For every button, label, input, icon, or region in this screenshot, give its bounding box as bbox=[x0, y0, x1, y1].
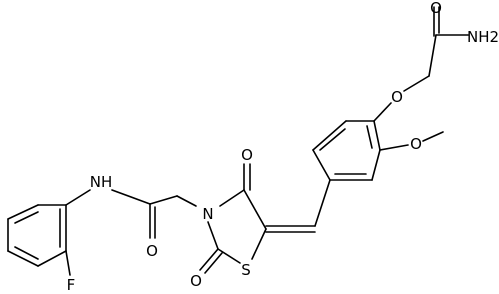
bond-lines bbox=[7, 6, 469, 276]
bond-c4-n3 bbox=[219, 189, 245, 207]
bond-c2-s1 bbox=[217, 248, 241, 264]
bond-ring1-f bbox=[373, 120, 381, 151]
bond-ring1-b bbox=[312, 120, 347, 151]
bond-c2-carbonyl-b bbox=[204, 252, 223, 274]
bond-amide-c-nh bbox=[111, 189, 151, 205]
atom-labels: NH2 O O O O N NH O O S F bbox=[67, 0, 499, 294]
atom-label-acetamide-carbonyl-oxygen: O bbox=[146, 242, 158, 260]
atom-label-amide-carbonyl-oxygen: O bbox=[430, 0, 442, 17]
bond-ring-fluorine bbox=[65, 250, 71, 276]
atom-label-methoxy-oxygen: O bbox=[410, 135, 422, 153]
bond-ch2-oxygen bbox=[403, 75, 430, 92]
bond-ring-vinyl-ch bbox=[314, 179, 331, 227]
bond-amide-c-ch2 bbox=[428, 34, 437, 77]
bond-ring1-b-inner bbox=[319, 128, 346, 151]
bond-ch2-amide-c bbox=[149, 195, 178, 205]
bond-c2-carbonyl-a bbox=[199, 248, 219, 271]
bond-methoxy-o-ch3 bbox=[422, 131, 444, 142]
bond-n3-ch2 bbox=[176, 195, 197, 207]
atom-label-ring-carbonyl-oxygen-bottom: O bbox=[190, 272, 202, 290]
atom-label-ring-carbonyl-oxygen-top: O bbox=[241, 146, 253, 164]
bond-ring2-b-inner bbox=[14, 211, 39, 224]
bond-nh-ring bbox=[65, 189, 91, 206]
bond-ring1-c bbox=[312, 149, 331, 181]
bond-ring2-d-inner bbox=[14, 246, 39, 260]
bond-ring2-d bbox=[7, 250, 39, 267]
atom-label-amide-nh2: NH2 bbox=[467, 28, 499, 46]
bond-oxygen-ring bbox=[373, 102, 392, 122]
bond-s1-c5 bbox=[251, 228, 267, 260]
bond-c5-c4 bbox=[243, 189, 267, 230]
bond-n3-c2 bbox=[207, 221, 219, 250]
bond-ring1-f-inner bbox=[366, 125, 373, 149]
bond-ring1-e bbox=[371, 149, 381, 181]
bond-ring-methoxy-o bbox=[379, 144, 409, 151]
atom-label-fluorine: F bbox=[67, 276, 76, 294]
atom-label-ether-oxygen: O bbox=[391, 88, 403, 106]
bond-ring2-e bbox=[37, 250, 67, 267]
atom-label-ring-nitrogen: N bbox=[202, 205, 213, 223]
atom-label-amide-nh: NH bbox=[90, 173, 113, 191]
atom-label-ring-sulfur: S bbox=[241, 261, 251, 279]
bond-ring2-b bbox=[7, 204, 39, 220]
